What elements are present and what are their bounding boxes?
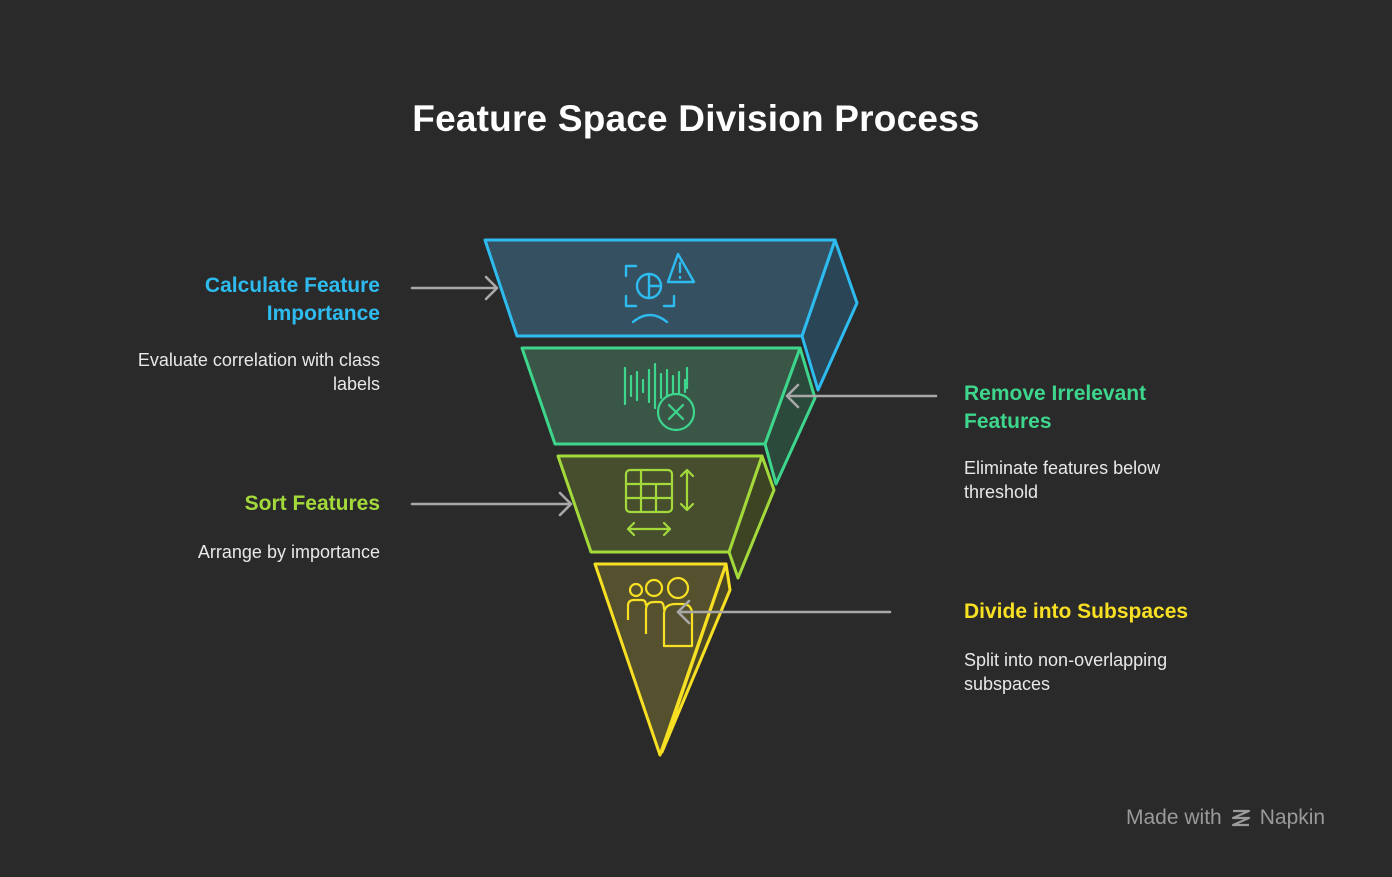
napkin-logo-icon bbox=[1231, 809, 1250, 827]
table-sort-icon bbox=[624, 468, 695, 537]
funnel-layer-3 bbox=[556, 454, 776, 580]
step-4-description: Split into non-overlapping subspaces bbox=[964, 650, 1168, 694]
step-2-label: Remove Irrelevant Features bbox=[964, 382, 1147, 433]
step-3-label: Sort Features bbox=[244, 492, 380, 515]
chart-warning-icon bbox=[624, 252, 696, 324]
made-with-text: Made with bbox=[1126, 806, 1222, 829]
connector-arrow-4 bbox=[676, 599, 892, 625]
step-1-description: Evaluate correlation with class labels bbox=[137, 350, 380, 394]
step-3-description: Arrange by importance bbox=[197, 542, 380, 562]
diagram-title: Feature Space Division Process bbox=[412, 98, 980, 139]
made-with-napkin[interactable]: Made with Napkin bbox=[1126, 806, 1325, 830]
step-2-description: Eliminate features below threshold bbox=[964, 458, 1161, 502]
step-1-label: Calculate Feature Importance bbox=[204, 274, 380, 325]
connector-arrow-1 bbox=[410, 275, 499, 301]
napkin-brand-text: Napkin bbox=[1259, 806, 1326, 829]
funnel-layer-4 bbox=[593, 562, 732, 757]
connector-arrow-3 bbox=[410, 491, 573, 517]
step-4-label: Divide into Subspaces bbox=[964, 600, 1189, 623]
connector-arrow-2 bbox=[785, 383, 938, 409]
waveform-remove-icon bbox=[623, 362, 696, 432]
